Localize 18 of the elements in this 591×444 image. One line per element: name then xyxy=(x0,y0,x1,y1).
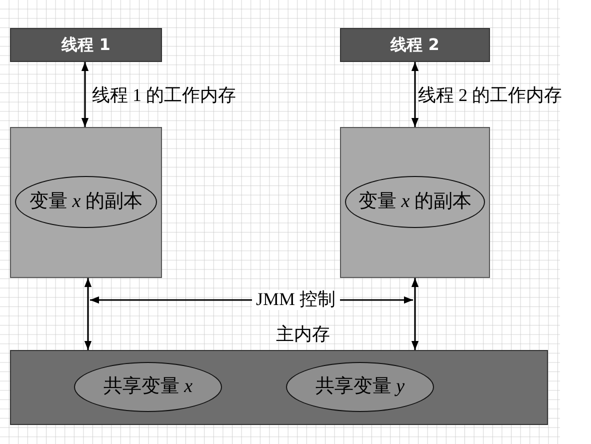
double-arrow xyxy=(411,278,419,350)
working-memory-box xyxy=(10,127,162,278)
double-arrow xyxy=(81,62,89,127)
double-arrow xyxy=(411,62,419,127)
node-label: 变量 x 的副本 xyxy=(30,192,142,212)
node-label: 线程 2 xyxy=(390,36,440,54)
section-heading: 主内存 xyxy=(276,325,330,345)
double-arrow xyxy=(84,278,92,350)
node-label: 共享变量 y xyxy=(315,376,405,398)
working-memory-box xyxy=(340,127,490,278)
edge-label: 线程 1 的工作内存 xyxy=(92,86,236,106)
thread-box xyxy=(340,28,490,62)
thread-box xyxy=(10,28,162,62)
node-label: 变量 x 的副本 xyxy=(358,192,472,212)
node-label: 线程 1 xyxy=(62,36,110,54)
control-label: JMM 控制 xyxy=(252,290,340,310)
node-label: 共享变量 x xyxy=(103,376,193,398)
edge-label: 线程 2 的工作内存 xyxy=(418,86,562,106)
